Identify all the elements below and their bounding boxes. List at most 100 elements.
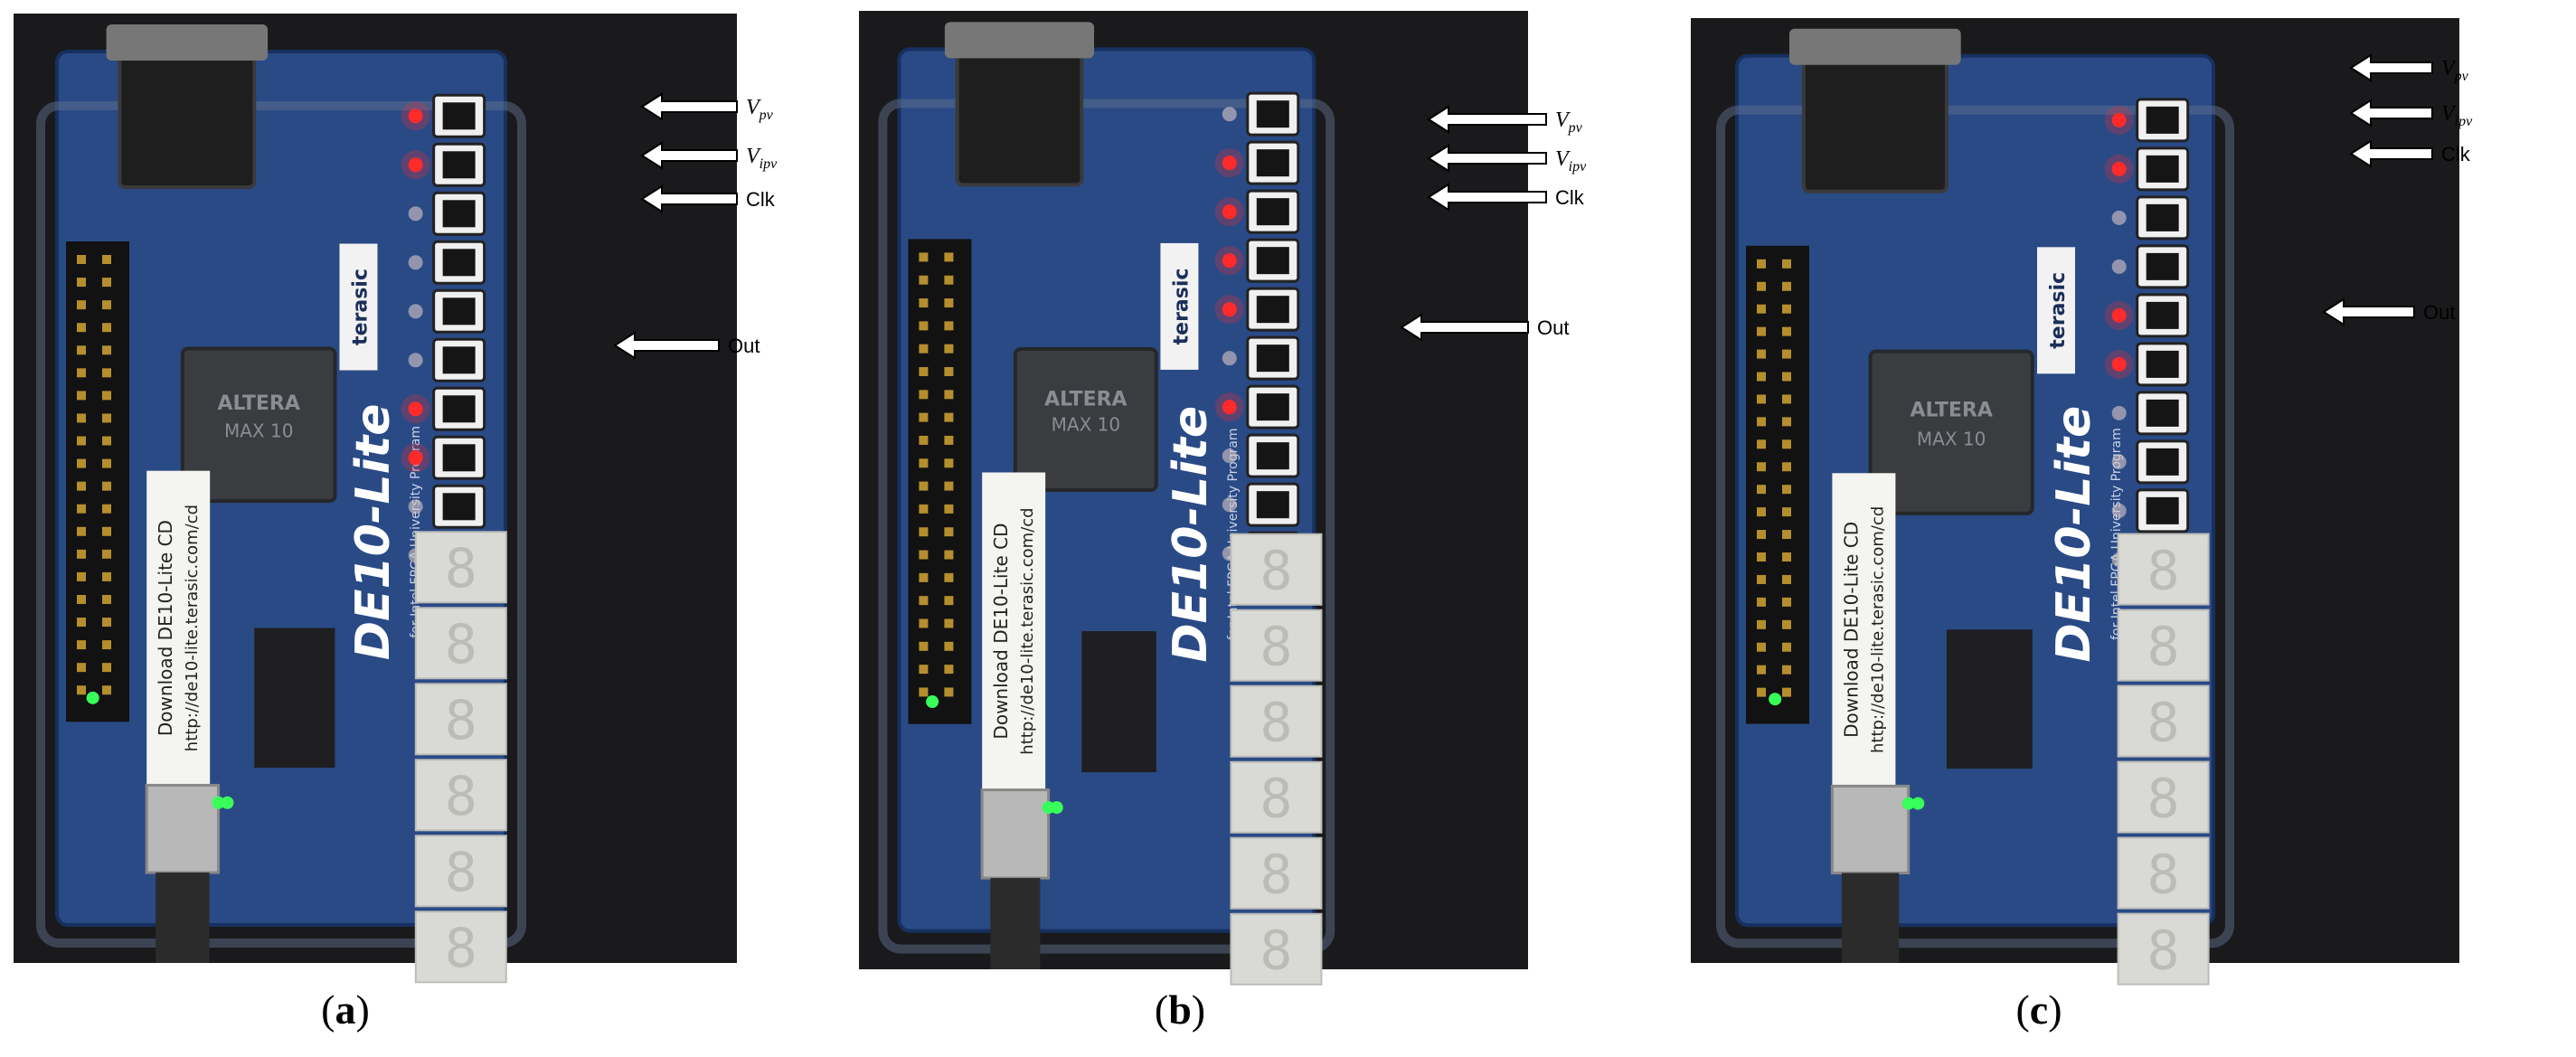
callout-arrow-vipv <box>1427 144 1547 173</box>
seven-segment-display <box>414 911 507 984</box>
svg-text:8: 8 <box>2147 615 2180 678</box>
led-on-icon <box>408 157 423 173</box>
cd-sticker-url: http://de10-lite.terasic.com/cd <box>1018 507 1037 754</box>
seven-segment-display <box>414 835 507 908</box>
callout-arrow-out <box>2322 297 2415 326</box>
seven-segment-display <box>1230 684 1323 758</box>
led-off-icon <box>1222 497 1237 513</box>
label-vipv: Vipv <box>1555 147 1587 175</box>
seven-segment-display <box>2117 684 2210 758</box>
sdram-chip <box>254 628 335 769</box>
led-off-icon <box>408 206 423 222</box>
terasic-logo: terasic <box>349 269 372 345</box>
svg-text:8: 8 <box>445 841 477 904</box>
label-vpv: Vpv <box>2441 57 2469 84</box>
led-off-icon <box>1222 448 1237 464</box>
led-on-icon <box>1222 253 1237 269</box>
sdram-chip <box>1946 629 2033 769</box>
svg-text:8: 8 <box>1260 692 1292 755</box>
seven-segment-display <box>1230 760 1323 834</box>
chip-brand-text: ALTERA <box>217 392 299 415</box>
chip-brand-text: ALTERA <box>1044 388 1127 411</box>
gpio-header <box>1746 245 1809 724</box>
terasic-logo: terasic <box>1170 269 1193 345</box>
led-off-icon <box>408 304 423 319</box>
cd-sticker-title: Download DE10-Lite CD <box>1840 522 1862 738</box>
board-model-text: DE10-Lite <box>346 403 401 660</box>
label-out: Out <box>2423 301 2455 324</box>
fpga-chip <box>1013 346 1158 492</box>
callout-arrow-vpv <box>2349 53 2433 82</box>
callout-arrow-clk <box>640 184 738 213</box>
led-off-icon <box>2111 503 2127 518</box>
power-led-icon <box>1901 797 1915 810</box>
callout-arrow-vpv <box>640 92 738 121</box>
cd-sticker-url: http://de10-lite.terasic.com/cd <box>183 505 202 751</box>
svg-text:8: 8 <box>2147 843 2180 906</box>
panel-caption: (c) <box>2015 986 2062 1033</box>
seven-segment-display <box>1230 533 1323 606</box>
callout-arrow-vipv <box>2349 99 2433 127</box>
callout-arrow-out <box>613 331 720 360</box>
seven-segment-display <box>1230 836 1323 910</box>
led-off-icon <box>2111 210 2127 225</box>
led-off-icon <box>2111 259 2127 274</box>
svg-text:8: 8 <box>1260 616 1292 679</box>
label-vpv: Vpv <box>1555 109 1583 136</box>
led-off-icon <box>2111 454 2127 469</box>
led-on-icon <box>1222 156 1237 171</box>
led-on-icon <box>1222 302 1237 317</box>
power-led-icon <box>926 695 939 709</box>
chip-family-text: MAX 10 <box>224 420 293 441</box>
svg-text:8: 8 <box>445 917 477 980</box>
led-on-icon <box>2111 112 2127 127</box>
led-on-icon <box>408 450 423 466</box>
label-clk: Clk <box>2441 143 2471 165</box>
seven-segment-display <box>2117 912 2210 986</box>
seven-segment-display <box>1230 609 1323 682</box>
seven-segment-display <box>2117 760 2210 834</box>
callout-arrow-clk <box>1427 183 1547 212</box>
seven-segment-display <box>2117 836 2210 910</box>
seven-segment-display <box>414 759 507 832</box>
board-model-text: DE10-Lite <box>2047 406 2101 663</box>
usb-connector <box>145 783 221 874</box>
callout-arrow-vipv <box>640 141 738 170</box>
svg-text:8: 8 <box>1260 540 1292 603</box>
led-off-icon <box>1222 107 1237 122</box>
led-on-icon <box>1222 400 1237 415</box>
power-led-icon <box>1769 693 1782 706</box>
label-out: Out <box>728 335 760 357</box>
cd-sticker-url: http://de10-lite.terasic.com/cd <box>1868 506 1887 753</box>
chip-family-text: MAX 10 <box>1917 429 1986 450</box>
callout-arrow-out <box>1400 313 1529 342</box>
svg-text:8: 8 <box>1260 768 1292 831</box>
seven-segment-display <box>2117 609 2210 682</box>
panel-caption: (a) <box>321 986 370 1033</box>
fpga-chip <box>1868 349 2034 515</box>
seven-segment-display <box>2117 533 2210 606</box>
label-out: Out <box>1537 316 1569 339</box>
led-on-icon <box>2111 161 2127 176</box>
svg-text:8: 8 <box>445 613 477 676</box>
terasic-logo: terasic <box>2047 272 2070 349</box>
svg-text:8: 8 <box>2147 767 2180 830</box>
label-vpv: Vpv <box>746 96 774 123</box>
chip-family-text: MAX 10 <box>1052 413 1120 435</box>
cd-sticker-title: Download DE10-Lite CD <box>990 524 1012 740</box>
led-on-icon <box>2111 307 2127 323</box>
cd-sticker-title: Download DE10-Lite CD <box>155 520 176 736</box>
power-led-icon <box>1050 801 1063 815</box>
svg-text:8: 8 <box>1260 920 1292 983</box>
power-led-icon <box>221 796 234 809</box>
fpga-chip <box>180 346 337 504</box>
svg-text:8: 8 <box>2147 919 2180 982</box>
